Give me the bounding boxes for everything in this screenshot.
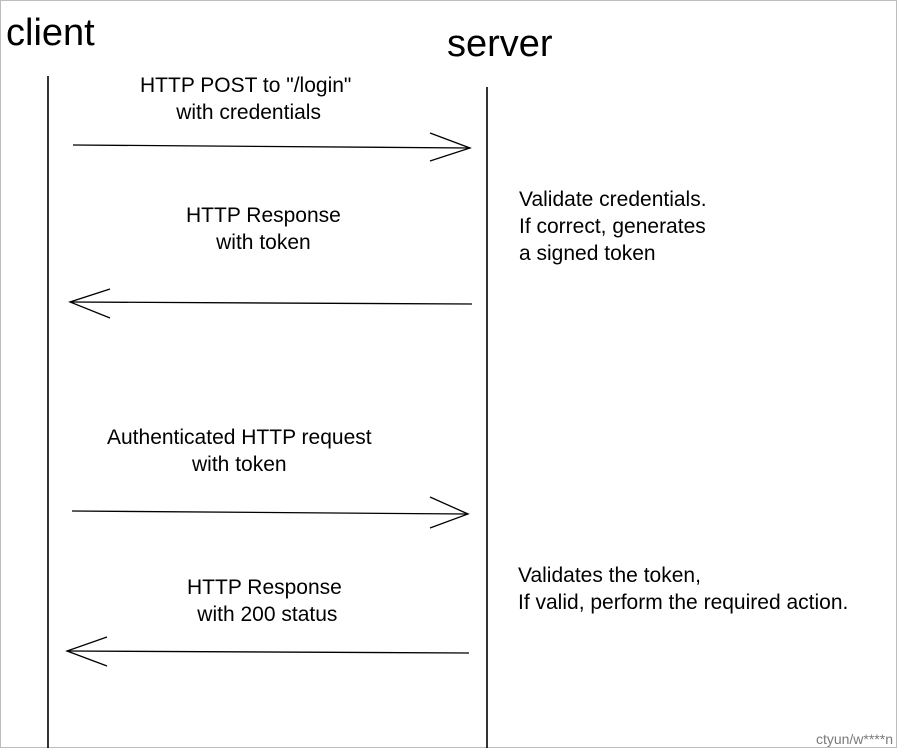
watermark-text: ctyun/w****n <box>815 731 893 747</box>
message-label-200-response: HTTP Response with 200 status <box>187 576 342 626</box>
message-arrow-authenticated-request <box>71 496 470 529</box>
note-validate-credentials: Validate credentials. If correct, genera… <box>519 188 707 265</box>
message-label-token-response: HTTP Response with token <box>186 204 341 254</box>
message-arrow-login <box>72 132 472 162</box>
server-participant-label: server <box>447 23 553 65</box>
message-label-login: HTTP POST to "/login" with credentials <box>140 74 352 124</box>
message-arrow-200-response <box>65 636 470 667</box>
message-arrow-token-response <box>68 288 473 319</box>
client-participant-label: client <box>6 12 95 54</box>
note-validate-token: Validates the token, If valid, perform t… <box>518 564 849 614</box>
message-label-authenticated-request: Authenticated HTTP request with token <box>107 426 372 476</box>
